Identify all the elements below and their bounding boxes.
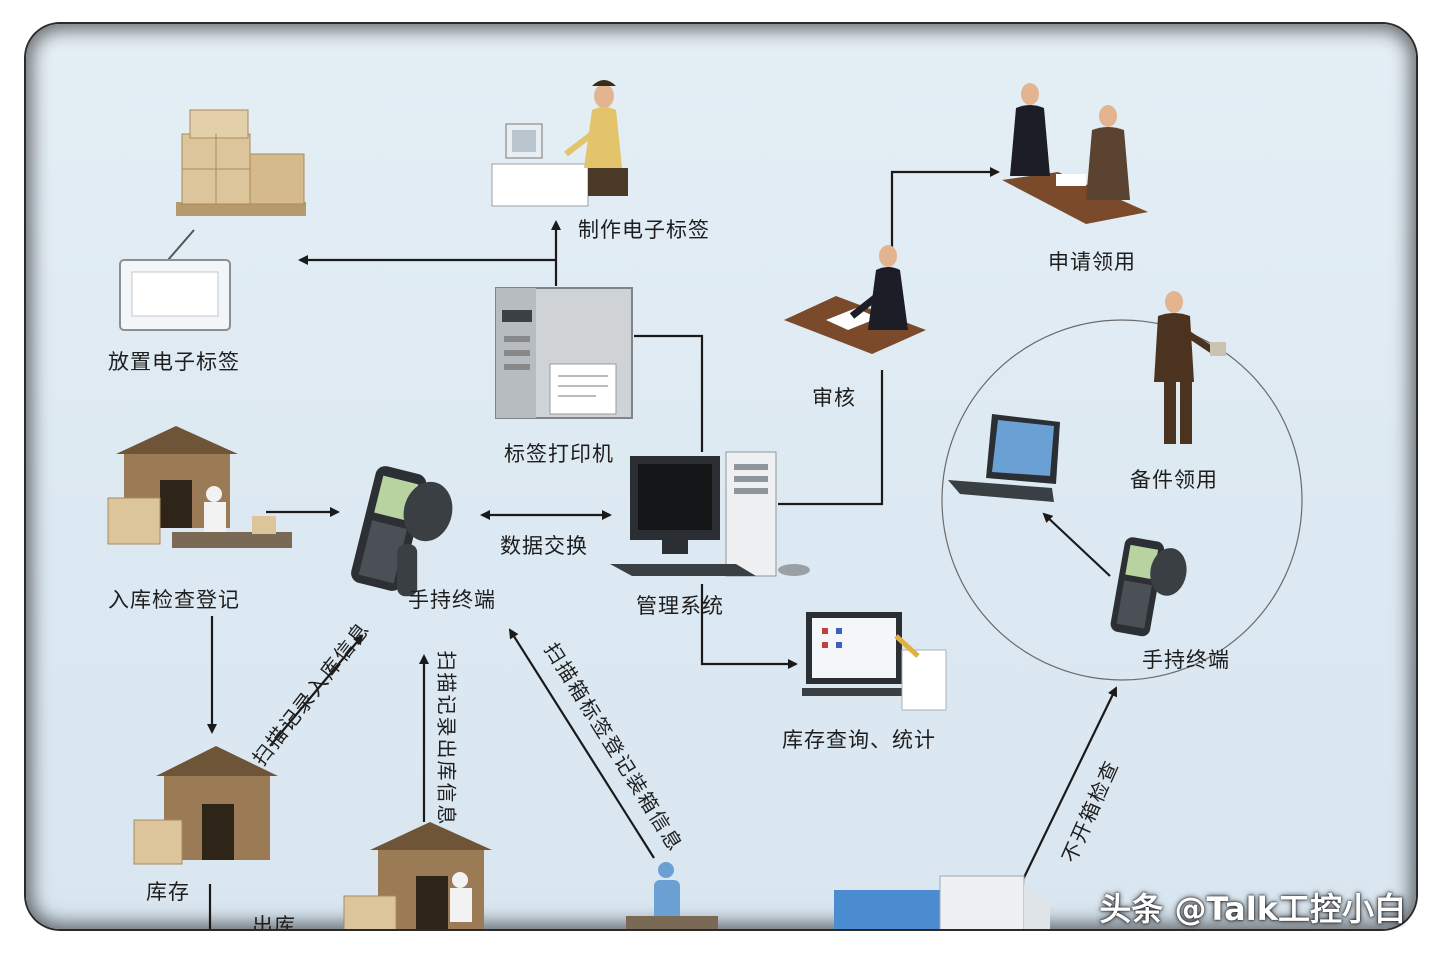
line-printer-to-system bbox=[634, 334, 704, 452]
boxes-icon bbox=[176, 109, 306, 216]
handheld-scanner-icon bbox=[351, 466, 453, 597]
handheld-scanner-icon bbox=[1110, 537, 1187, 637]
label-inbound-check: 入库检查登记 bbox=[108, 588, 240, 612]
label-mgmt-system: 管理系统 bbox=[636, 594, 724, 618]
connectors bbox=[207, 167, 1118, 929]
arrow-system-to-inventory bbox=[700, 584, 798, 669]
person-scanning-icon bbox=[626, 862, 718, 929]
line-system-to-review bbox=[778, 370, 884, 506]
applicants-icon bbox=[1002, 83, 1148, 224]
arrow-review-to-apply bbox=[890, 167, 1000, 256]
label-make-tag: 制作电子标签 bbox=[578, 218, 710, 242]
arrow-scan-box bbox=[508, 628, 655, 859]
label-apply: 申请领用 bbox=[1048, 250, 1136, 274]
label-data-exchange: 数据交换 bbox=[500, 534, 588, 558]
label-outbound: 出库 bbox=[252, 914, 296, 929]
label-review: 审核 bbox=[812, 386, 856, 410]
person-holding-item-icon bbox=[1154, 291, 1226, 444]
diagram-frame: 放置电子标签 制作电子标签 标签打印机 审核 申请领用 入库检查登记 手持终端 … bbox=[26, 24, 1416, 929]
label-printer-icon bbox=[495, 287, 633, 419]
tag-reader-icon bbox=[119, 229, 231, 331]
laptop-icon bbox=[948, 414, 1060, 502]
label-spare-use: 备件领用 bbox=[1130, 468, 1218, 492]
monitor-chart-icon bbox=[802, 612, 947, 711]
person-computer-icon bbox=[491, 80, 628, 207]
arrow-handheld-to-laptop bbox=[1042, 512, 1111, 577]
label-handheld: 手持终端 bbox=[408, 588, 496, 612]
spare-use-circle bbox=[941, 319, 1303, 681]
warehouse-icon bbox=[107, 426, 292, 548]
arrow-no-open-check bbox=[1015, 686, 1118, 895]
label-place-tag: 放置电子标签 bbox=[108, 350, 240, 374]
desktop-computer-icon bbox=[610, 451, 810, 577]
label-inventory-query: 库存查询、统计 bbox=[782, 728, 936, 752]
warehouse-icon bbox=[343, 822, 492, 929]
flow-diagram bbox=[107, 80, 1303, 929]
watermark: 头条 @Talk工控小白 bbox=[1099, 890, 1406, 928]
arrow-scan-in bbox=[269, 634, 364, 747]
warehouse-icon bbox=[133, 746, 278, 865]
truck-icon bbox=[834, 875, 1050, 929]
label-printer: 标签打印机 bbox=[504, 442, 614, 466]
label-stock: 库存 bbox=[146, 880, 190, 904]
reviewer-desk-icon bbox=[784, 245, 926, 354]
label-scan-out: 扫描记录出库信息 bbox=[434, 650, 459, 827]
label-handheld-right: 手持终端 bbox=[1142, 648, 1230, 672]
